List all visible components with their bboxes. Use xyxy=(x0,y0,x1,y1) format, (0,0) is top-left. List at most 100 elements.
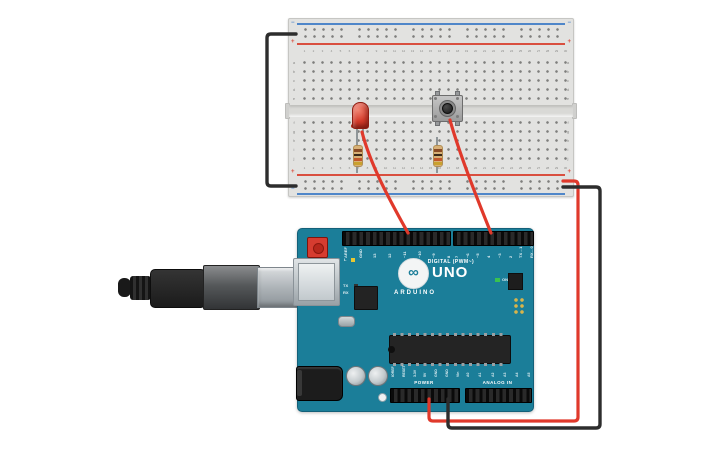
chip-pins xyxy=(393,333,507,336)
rail-holes-bottom[interactable] xyxy=(301,178,562,192)
crystal-oscillator xyxy=(338,316,355,327)
column-number: 28 xyxy=(545,166,550,170)
column-number: 17 xyxy=(446,166,451,170)
column-number: 23 xyxy=(500,49,505,53)
plus-symbol: + xyxy=(567,169,571,175)
reset-button[interactable] xyxy=(307,237,328,258)
column-number: 10 xyxy=(383,49,388,53)
column-number: 11 xyxy=(392,49,397,53)
column-number: 15 xyxy=(428,166,433,170)
negative-rail-line-bottom xyxy=(297,193,565,195)
column-number: 15 xyxy=(428,49,433,53)
column-number: 11 xyxy=(392,166,397,170)
wire-5v-right[interactable] xyxy=(427,179,580,423)
chip-notch xyxy=(388,346,395,353)
column-number: 21 xyxy=(482,166,487,170)
row-letter: e xyxy=(292,96,296,101)
digital-caption: DIGITAL (PWM~) xyxy=(427,259,475,265)
column-number: 20 xyxy=(473,49,478,53)
column-number: 3 xyxy=(321,166,324,170)
row-letter: g xyxy=(292,129,296,134)
usb-plug-body xyxy=(150,269,206,308)
column-number: 4 xyxy=(330,49,333,53)
power-header[interactable] xyxy=(390,388,460,403)
arduino-logo: ∞ xyxy=(398,258,429,289)
column-number: 1 xyxy=(303,166,306,170)
column-number: 24 xyxy=(509,166,514,170)
column-number: 14 xyxy=(419,49,424,53)
minus-symbol: − xyxy=(567,20,571,26)
resistor-band xyxy=(434,162,442,165)
rail-holes-top[interactable] xyxy=(301,26,562,40)
plus-symbol: + xyxy=(567,39,571,45)
column-number: 22 xyxy=(491,49,496,53)
column-number: 3 xyxy=(321,49,324,53)
resistor-1[interactable] xyxy=(352,137,363,173)
resistor-band xyxy=(354,153,362,157)
usb-plug-sleeve xyxy=(203,265,260,310)
analog-header[interactable] xyxy=(465,388,532,403)
pushbutton[interactable] xyxy=(432,91,463,126)
digital-header-left[interactable] xyxy=(342,231,451,246)
column-number: 28 xyxy=(545,49,550,53)
row-letter: i xyxy=(293,147,295,152)
mounting-hole xyxy=(378,393,387,402)
column-number: 13 xyxy=(410,166,415,170)
wire-led-to-pin13[interactable] xyxy=(360,130,410,235)
wire-button-to-pin2[interactable] xyxy=(448,118,493,235)
column-number: 30 xyxy=(563,49,568,53)
column-number: 5 xyxy=(339,49,342,53)
resistor-band xyxy=(434,158,442,161)
column-number: 29 xyxy=(554,49,559,53)
led-tx-label: TX xyxy=(343,283,349,288)
column-number: 27 xyxy=(536,49,541,53)
column-number: 23 xyxy=(500,166,505,170)
power-jack-opening xyxy=(297,370,302,396)
column-number: 2 xyxy=(312,49,315,53)
column-number: 6 xyxy=(348,49,351,53)
column-number: 18 xyxy=(455,49,460,53)
column-number: 24 xyxy=(509,49,514,53)
column-number: 1 xyxy=(303,49,306,53)
row-letter: f xyxy=(293,120,295,125)
power-caption: POWER xyxy=(414,380,434,385)
wire-ground-right[interactable] xyxy=(446,185,602,430)
brand-name: ARDUINO xyxy=(394,290,436,296)
icsp-header[interactable] xyxy=(513,297,525,315)
resistor-band xyxy=(434,153,442,157)
column-number: 17 xyxy=(446,49,451,53)
row-letter: h xyxy=(292,138,296,143)
pushbutton-screw xyxy=(456,115,459,118)
led-body xyxy=(352,102,369,129)
led-rx-label: RX xyxy=(343,290,349,295)
usb-cable-strain-relief xyxy=(130,276,151,300)
led-l-label: L xyxy=(344,257,347,262)
pushbutton-cap[interactable] xyxy=(442,103,453,114)
column-number: 30 xyxy=(563,166,568,170)
digital-header-right[interactable] xyxy=(453,231,534,246)
resistor-band xyxy=(354,158,362,161)
column-number: 9 xyxy=(375,49,378,53)
resistor-band xyxy=(434,149,442,152)
wire-ground-left[interactable] xyxy=(265,32,298,188)
column-number: 8 xyxy=(366,166,369,170)
column-number: 16 xyxy=(437,166,442,170)
column-number: 22 xyxy=(491,166,496,170)
led-l-indicator xyxy=(351,258,355,262)
usb-socket-opening xyxy=(298,263,335,301)
plus-symbol: + xyxy=(291,39,295,45)
column-number: 26 xyxy=(527,49,532,53)
resistor-2[interactable] xyxy=(432,137,443,173)
row-letter: a xyxy=(292,60,296,65)
analog-caption: ANALOG IN xyxy=(482,380,513,385)
led-red[interactable] xyxy=(349,100,371,144)
row-letter: c xyxy=(293,78,295,83)
column-number: 10 xyxy=(383,166,388,170)
positive-rail-line-bottom xyxy=(297,174,565,176)
row-letter: d xyxy=(292,87,296,92)
column-number: 29 xyxy=(554,166,559,170)
